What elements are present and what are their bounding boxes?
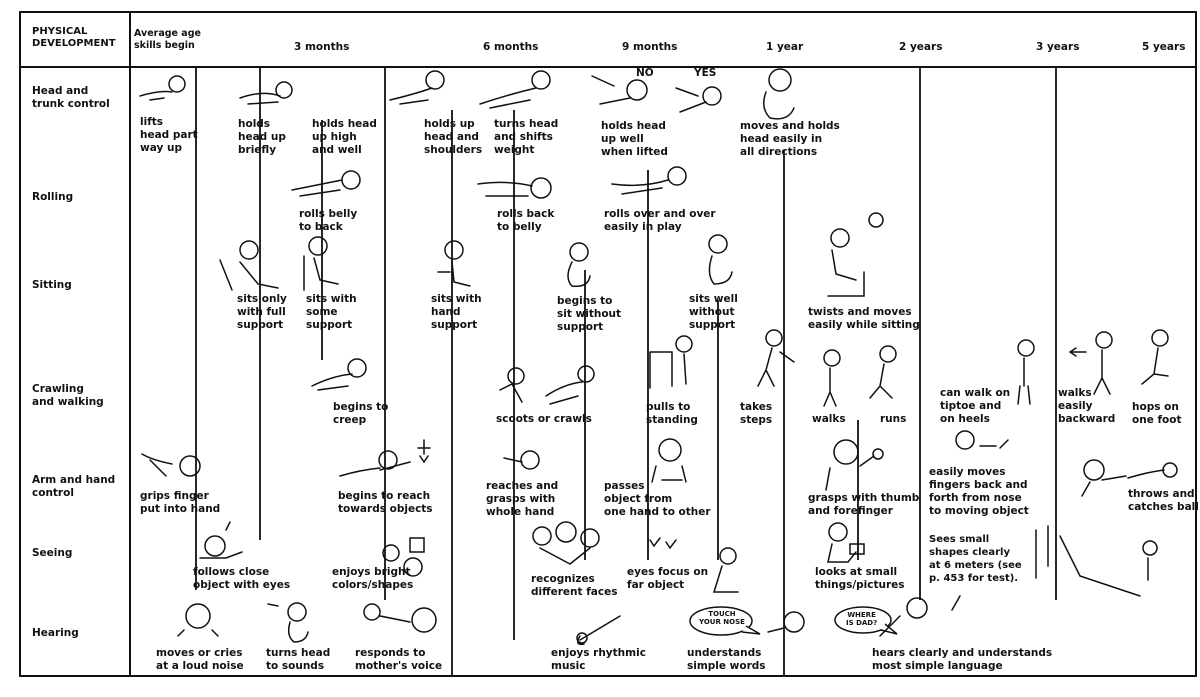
row-label-crawling: Crawling and walking	[32, 383, 104, 408]
milestone-turns-head: turns head and shifts weight	[494, 118, 559, 156]
milestone-takes-steps: takes steps	[740, 401, 773, 426]
milestone-holds-head-high: holds head up high and well	[312, 118, 377, 156]
milestone-turns-head-to-sounds: turns head to sounds	[266, 647, 331, 672]
milestone-moves-fingers-nose: easily moves fingers back and forth from…	[929, 466, 1029, 517]
milestone-moves-head-easily: moves and holds head easily in all direc…	[740, 120, 840, 158]
row-label-head: Head and trunk control	[32, 85, 110, 110]
speech-bubble-touch-nose-icon	[689, 606, 761, 636]
bubble-touch-nose-text: TOUCH YOUR NOSE	[699, 610, 745, 626]
milestone-follows-object: follows close object with eyes	[193, 566, 291, 591]
milestone-holds-head-briefly: holds head up briefly	[238, 118, 286, 156]
milestone-grasps-thumb-forefinger: grasps with thumb and forefinger	[808, 492, 920, 517]
milestone-sees-small-shapes: Sees small shapes clearly at 6 meters (s…	[929, 534, 1022, 584]
milestone-holds-head-shoulders: holds up head and shoulders	[424, 118, 483, 156]
milestone-begins-to-reach: begins to reach towards objects	[338, 490, 433, 515]
age-5-years: 5 years	[1142, 41, 1186, 53]
milestone-sits-well: sits well without support	[689, 293, 738, 331]
milestone-runs: runs	[880, 413, 907, 425]
age-6-months: 6 months	[483, 41, 539, 53]
milestone-recognizes-faces: recognizes different faces	[531, 573, 618, 598]
milestone-hops-on-one-foot: hops on one foot	[1132, 401, 1182, 426]
row-label-hearing: Hearing	[32, 627, 79, 639]
milestone-rolls-belly-to-back: rolls belly to back	[299, 208, 358, 233]
bubble-where-dad-text: WHERE IS DAD?	[846, 611, 878, 627]
row-label-sitting: Sitting	[32, 279, 72, 291]
age-3-years: 3 years	[1036, 41, 1080, 53]
row-label-seeing: Seeing	[32, 547, 73, 559]
milestone-hears-clearly: hears clearly and understands most simpl…	[872, 647, 1053, 672]
milestone-sits-full-support: sits only with full support	[237, 293, 287, 331]
milestone-lifts-head: lifts head part way up	[140, 116, 198, 154]
row-label-rolling: Rolling	[32, 191, 74, 203]
milestone-grips-finger: grips finger put into hand	[140, 490, 221, 515]
milestone-walks-tiptoe: can walk on tiptoe and on heels	[940, 387, 1011, 425]
milestone-responds-mothers-voice: responds to mother's voice	[355, 647, 443, 672]
milestone-walks-backward: walks easily backward	[1058, 387, 1116, 425]
milestone-begins-to-sit: begins to sit without support	[557, 295, 622, 333]
milestone-sits-hand-support: sits with hand support	[431, 293, 482, 331]
milestone-enjoys-bright-colors: enjoys bright colors/shapes	[332, 566, 414, 591]
milestone-sits-some-support: sits with some support	[306, 293, 357, 331]
milestone-holds-head-lifted: holds head up well when lifted	[601, 120, 668, 158]
milestone-eyes-focus-far: eyes focus on far object	[627, 566, 709, 591]
milestone-begins-to-creep: begins to creep	[333, 401, 389, 426]
mark-yes: YES	[694, 67, 717, 79]
milestone-rolls-over-and-over: rolls over and over easily in play	[604, 208, 716, 233]
milestone-throws-catches-ball: throws and catches ball	[1128, 488, 1199, 513]
row-label-arm: Arm and hand control	[32, 474, 116, 499]
section-title: PHYSICAL DEVELOPMENT	[32, 26, 116, 49]
milestone-moves-at-loud-noise: moves or cries at a loud noise	[156, 647, 244, 672]
milestone-looks-small-things: looks at small things/pictures	[815, 566, 905, 591]
age-2-years: 2 years	[899, 41, 943, 53]
milestone-enjoys-rhythmic-music: enjoys rhythmic music	[551, 647, 646, 672]
mark-no: NO	[636, 67, 654, 79]
milestone-reaches-and-grasps: reaches and grasps with whole hand	[486, 480, 559, 518]
milestone-pulls-to-standing: pulls to standing	[646, 401, 698, 426]
milestone-scoots-or-crawls: scoots or crawls	[496, 413, 592, 425]
age-3-months: 3 months	[294, 41, 350, 53]
milestone-twists-while-sitting: twists and moves easily while sitting	[808, 306, 920, 331]
milestone-walks: walks	[812, 413, 846, 425]
milestone-passes-object: passes object from one hand to other	[604, 480, 711, 518]
timeline-caption: Average age skills begin	[134, 28, 201, 51]
age-1-year: 1 year	[766, 41, 804, 53]
milestone-rolls-back-to-belly: rolls back to belly	[497, 208, 555, 233]
milestone-understands-simple-words: understands simple words	[687, 647, 766, 672]
age-9-months: 9 months	[622, 41, 678, 53]
